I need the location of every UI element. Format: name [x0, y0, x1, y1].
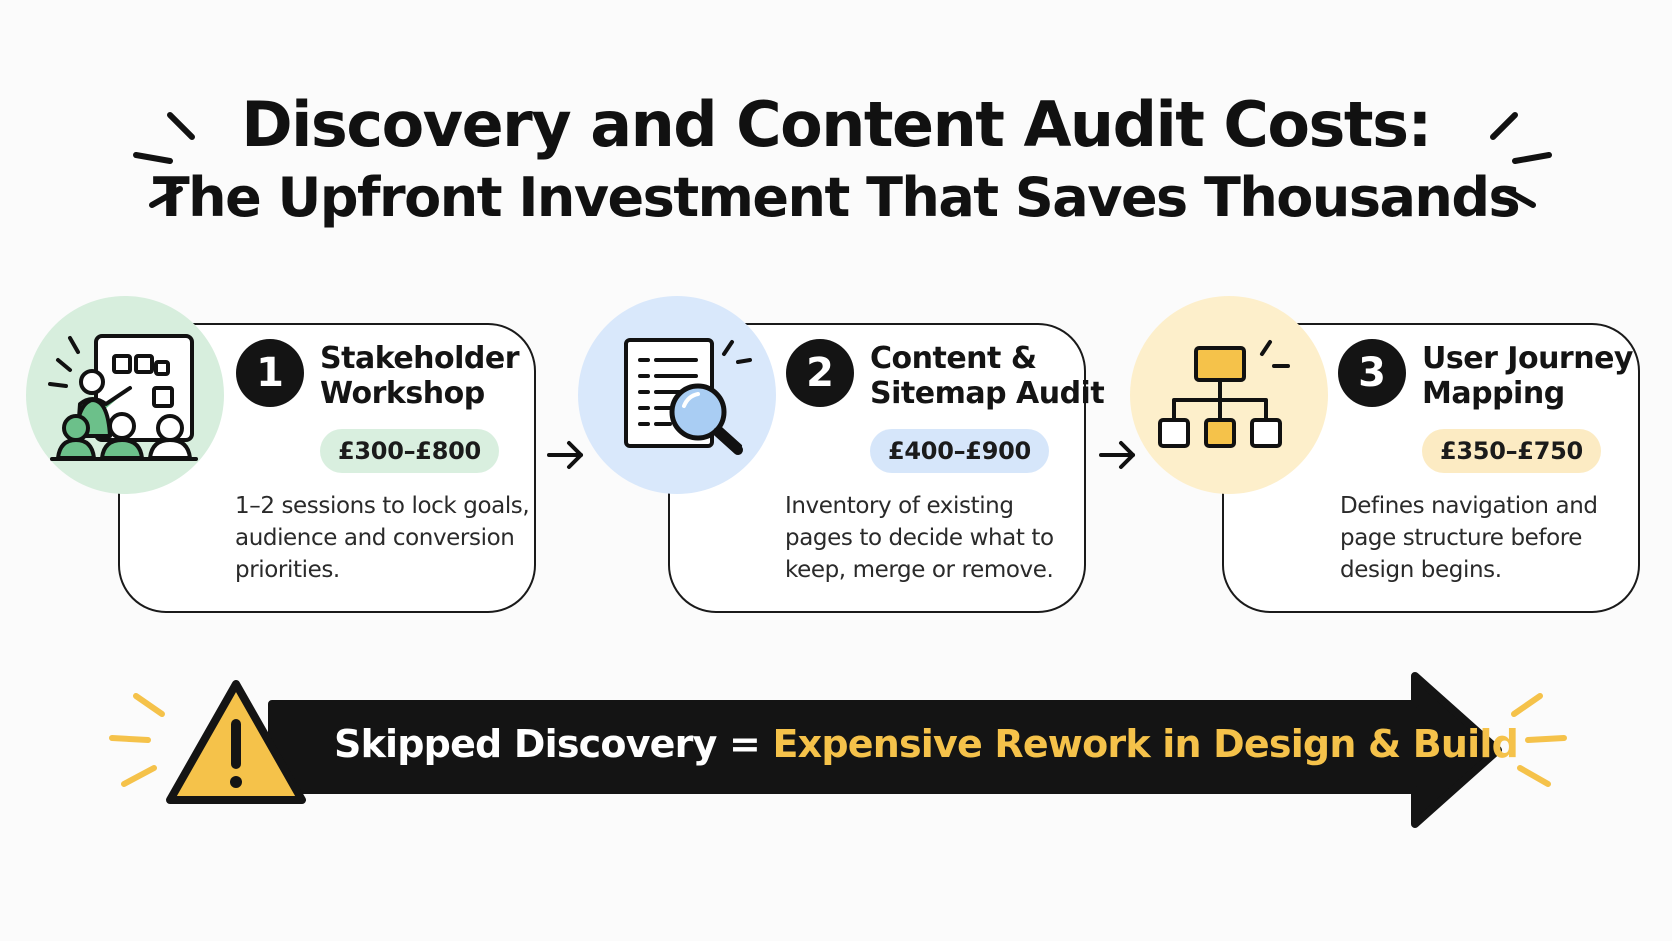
step-2-title: Content & Sitemap Audit	[870, 341, 1105, 411]
banner-right-text: Expensive Rework in Design & Build	[772, 722, 1519, 766]
step-1-price-badge: £300–£800	[320, 429, 499, 473]
step-1-description: 1–2 sessions to lock goals, audience and…	[235, 493, 530, 583]
step-1-icon-circle	[26, 296, 224, 494]
step-3-price-badge: £350–£750	[1422, 429, 1601, 473]
document-search-icon	[624, 338, 752, 455]
step-3-icon-circle	[1130, 296, 1328, 494]
arrow-right-icon	[547, 441, 583, 469]
step-2-description: Inventory of existing pages to decide wh…	[785, 493, 1054, 583]
step-1-number-badge: 1	[236, 339, 304, 407]
right-warning-burst-icon	[1511, 693, 1567, 787]
step-2-number-badge: 2	[786, 339, 854, 407]
left-burst-icon	[133, 112, 195, 208]
banner-message: Skipped Discovery = Expensive Rework in …	[334, 722, 1519, 766]
page-subtitle: The Upfront Investment That Saves Thousa…	[152, 166, 1521, 229]
warning-banner	[109, 672, 1567, 828]
step-2-price-badge: £400–£900	[870, 429, 1049, 473]
step-3-number-badge: 3	[1338, 339, 1406, 407]
page-title: Discovery and Content Audit Costs:	[241, 88, 1432, 161]
banner-left-text: Skipped Discovery =	[334, 722, 761, 766]
workshop-icon	[48, 334, 198, 461]
arrow-right-icon	[1099, 441, 1135, 469]
warning-icon	[166, 680, 306, 804]
sitemap-icon	[1158, 340, 1290, 448]
left-warning-burst-icon	[109, 693, 165, 787]
right-burst-icon	[1490, 112, 1552, 208]
step-3-title: User Journey Mapping	[1422, 341, 1634, 411]
step-2-icon-circle	[578, 296, 776, 494]
step-3-description: Defines navigation and page structure be…	[1340, 493, 1598, 583]
step-1-title: Stakeholder Workshop	[320, 341, 520, 411]
